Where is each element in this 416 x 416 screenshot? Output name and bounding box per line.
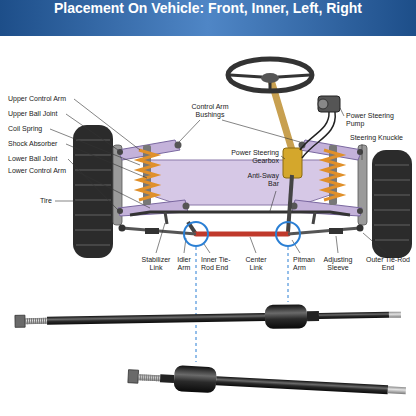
ball-joint — [117, 208, 123, 214]
steering-hub — [261, 73, 279, 83]
part-label: Coil Spring — [8, 125, 42, 133]
dashed-guide — [288, 247, 289, 302]
part-label: Stabilizer Link — [138, 256, 174, 272]
part-label: Control Arm Bushings — [188, 103, 232, 119]
power-steering-gearbox — [283, 148, 302, 178]
tie-rod-product — [15, 303, 401, 334]
tire-tread — [75, 140, 111, 245]
left-tire — [73, 125, 113, 258]
pump-pulley — [318, 99, 328, 109]
right-tire — [372, 150, 412, 258]
leader-lines — [50, 99, 386, 253]
adjusting-sleeve — [329, 228, 343, 234]
rod-neck — [160, 374, 174, 383]
part-label: Anti-Sway Bar — [245, 172, 279, 188]
part-label: Power Steering Gearbox — [223, 149, 279, 165]
steering-wheel — [228, 59, 312, 91]
tire-body — [73, 125, 113, 258]
part-label: Pitman Arm — [293, 256, 319, 272]
rod-neck — [307, 311, 319, 321]
rod-thread — [388, 386, 406, 394]
dashed-guide — [196, 247, 197, 362]
power-steering-pump — [318, 96, 340, 112]
rod-nut — [15, 315, 25, 327]
anti-sway-bar — [130, 212, 350, 215]
frame-crossmember — [150, 160, 330, 205]
outer-tie-rod-end — [357, 225, 364, 232]
part-label: Idler Arm — [175, 256, 193, 272]
rod-shaft — [319, 312, 389, 319]
part-label: Power Steering Pump — [346, 112, 404, 128]
part-label: Steering Knuckle — [350, 134, 403, 142]
bushing — [175, 142, 182, 149]
highlight-circle — [276, 222, 300, 246]
part-label: Inner Tie-Rod End — [201, 256, 243, 272]
tire-tread — [374, 165, 410, 240]
rod-shaft — [47, 313, 265, 325]
ball-joint — [357, 208, 363, 214]
center-link — [196, 232, 288, 237]
banner-title: Placement On Vehicle: Front, Inner, Left… — [0, 0, 416, 36]
coil-spring — [139, 150, 156, 200]
rod-joint-housing — [265, 304, 307, 329]
highlight-circle — [184, 222, 208, 246]
rod-nut — [128, 370, 139, 384]
part-label: Shock Absorber — [8, 140, 57, 148]
part-label: Lower Control Arm — [8, 167, 66, 175]
tire-body — [372, 150, 412, 258]
outer-tie-rod-end — [119, 225, 126, 232]
part-label: Adjusting Sleeve — [320, 256, 356, 272]
rod-thread-grooves — [138, 377, 160, 378]
stabilizer-link — [165, 212, 167, 224]
bushing — [183, 203, 190, 210]
part-label: Upper Control Arm — [8, 95, 66, 103]
coil-spring — [324, 150, 341, 200]
rod-thread — [389, 312, 401, 318]
part-label: Upper Ball Joint — [8, 110, 57, 118]
rod-thread — [25, 318, 47, 324]
rod-thread-grooves — [25, 318, 47, 324]
tie-rod-product — [128, 363, 407, 404]
adjusting-sleeve — [145, 228, 159, 234]
rod-thread — [138, 374, 160, 381]
part-label: Tire — [40, 197, 52, 205]
part-label: Outer Tie-Rod End — [366, 256, 410, 272]
part-label: Lower Ball Joint — [8, 155, 57, 163]
rod-joint-housing — [174, 365, 217, 393]
lower-control-arm — [118, 200, 188, 216]
lower-control-arm — [292, 200, 362, 216]
stabilizer-link — [313, 212, 315, 224]
rod-shaft — [216, 376, 388, 394]
part-label: Center Link — [244, 256, 268, 272]
title-banner — [0, 0, 416, 36]
pump-hose — [302, 112, 335, 158]
